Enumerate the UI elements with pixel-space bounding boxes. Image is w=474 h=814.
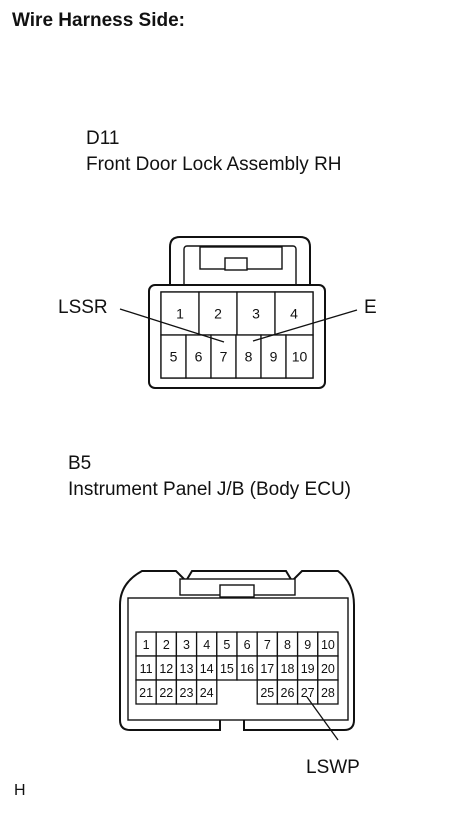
b5-pin-27-label: 27	[301, 686, 315, 700]
d11-pin-8-label: 8	[245, 349, 253, 365]
b5-pin-16-label: 16	[240, 662, 254, 676]
connector-b5-code: B5	[68, 453, 92, 474]
d11-pin-2-label: 2	[214, 306, 222, 322]
d11-pin-3-label: 3	[252, 306, 260, 322]
b5-pin-1-label: 1	[143, 638, 150, 652]
d11-pin-4-label: 4	[290, 306, 298, 322]
b5-pin-22-label: 22	[159, 686, 173, 700]
lssr-leader-line	[119, 308, 225, 343]
b5-pin-21-label: 21	[139, 686, 153, 700]
lswp-leader-line	[306, 696, 339, 741]
b5-pin-14-label: 14	[200, 662, 214, 676]
connector-b5-name: Instrument Panel J/B (Body ECU)	[68, 479, 351, 500]
b5-pin-15-label: 15	[220, 662, 234, 676]
connector-d11-name: Front Door Lock Assembly RH	[86, 154, 342, 175]
connector-d11-code: D11	[86, 128, 120, 149]
b5-pin-8-label: 8	[284, 638, 291, 652]
d11-pin-9-label: 9	[270, 349, 278, 365]
e-leader-line	[252, 309, 358, 342]
d11-pin-10-cell	[285, 334, 314, 379]
b5-pin-6-label: 6	[244, 638, 251, 652]
d11-pin-4-cell	[274, 291, 314, 336]
b5-pin-20-label: 20	[321, 662, 335, 676]
b5-pin-18-label: 18	[281, 662, 295, 676]
b5-pin-26-label: 26	[281, 686, 295, 700]
b5-pin-17-label: 17	[260, 662, 274, 676]
b5-pin-12-label: 12	[159, 662, 173, 676]
b5-pin-13-label: 13	[180, 662, 194, 676]
b5-pin-19-label: 19	[301, 662, 315, 676]
d11-pin-5-label: 5	[170, 349, 178, 365]
d11-pin-9-cell	[260, 334, 287, 379]
b5-pin-11-label: 11	[140, 662, 153, 676]
d11-pin-2-cell	[198, 291, 238, 336]
page-heading: Wire Harness Side:	[12, 10, 186, 31]
b5-pin-28-cell	[317, 679, 339, 705]
d11-pin-6-label: 6	[195, 349, 203, 365]
b5-pin-24-label: 24	[200, 686, 214, 700]
lswp-callout-label: LSWP	[306, 757, 360, 778]
b5-pin-25-label: 25	[260, 686, 274, 700]
b5-pin-5-label: 5	[223, 638, 230, 652]
d11-pin-7-label: 7	[220, 349, 228, 365]
e-callout-label: E	[364, 297, 377, 318]
b5-pin-2-label: 2	[163, 638, 170, 652]
connector-d11-face: 1 2 3 4 5 6 7 8 9 10	[148, 236, 326, 389]
b5-pin-23-label: 23	[180, 686, 194, 700]
b5-pin-28-label: 28	[321, 686, 335, 700]
b5-pin-7-label: 7	[264, 638, 271, 652]
b5-pin-24-cell	[195, 679, 218, 705]
d11-latch-tab	[224, 257, 248, 271]
b5-top-tab	[219, 584, 255, 598]
b5-pin-10-label: 10	[321, 638, 335, 652]
b5-pin-3-label: 3	[183, 638, 190, 652]
d11-pin-10-label: 10	[292, 349, 308, 365]
lssr-callout-label: LSSR	[58, 297, 108, 318]
d11-pin-1-label: 1	[176, 306, 184, 322]
figure-code: H	[14, 782, 26, 799]
d11-pin-grid: 1 2 3 4 5 6 7 8 9 10	[160, 291, 314, 379]
b5-pin-9-label: 9	[304, 638, 311, 652]
b5-pin-4-label: 4	[203, 638, 210, 652]
